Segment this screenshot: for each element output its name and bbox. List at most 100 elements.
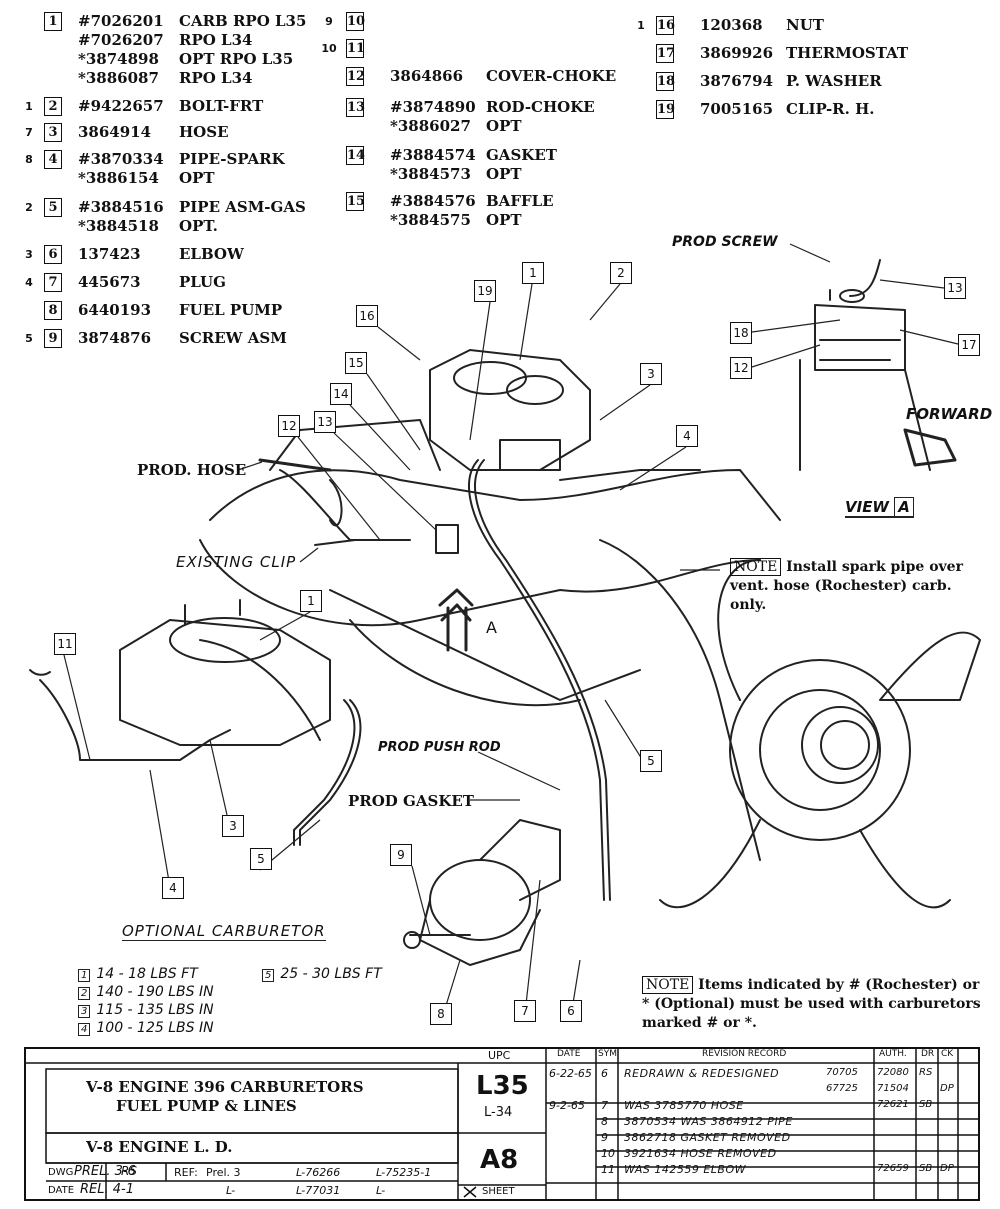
callout-7: 7	[514, 1000, 536, 1022]
part-description: OPT.	[179, 217, 218, 235]
part-number-box: 7	[44, 273, 62, 292]
rev-text: 3921634 HOSE REMOVED	[624, 1147, 777, 1160]
callout-19: 19	[474, 280, 496, 302]
part-code: #3870334	[78, 150, 164, 168]
torque-mark-icon: 8	[25, 153, 33, 166]
callout-4: 4	[162, 877, 184, 899]
drawing-code: A8	[480, 1145, 519, 1175]
part-code: #3884574	[390, 146, 476, 164]
part-number-box: 2	[44, 97, 62, 116]
rev-sym: 8	[601, 1115, 608, 1128]
main-carburetor	[429, 349, 591, 471]
prod-gasket-label: PROD GASKET	[348, 792, 474, 810]
part-number-box: 19	[656, 100, 676, 119]
callout-12: 12	[730, 357, 752, 379]
part-code: 3864914	[78, 123, 152, 141]
part-code: 137423	[78, 245, 141, 263]
ref-label: REF:	[174, 1166, 198, 1179]
callout-17: 17	[958, 334, 980, 356]
note-text: Install spark pipe over vent. hose (Roch…	[730, 559, 963, 613]
hdr-dr: DR	[921, 1049, 935, 1059]
part-code: 7005165	[700, 100, 774, 118]
rev-text: WAS 142559 ELBOW	[624, 1163, 746, 1176]
date-label: DATE	[48, 1185, 75, 1196]
torque-mark-icon: 2	[78, 987, 91, 1000]
part-description: CLIP-R. H.	[786, 100, 875, 118]
part-code: *3884575	[390, 211, 471, 229]
title-block-grid	[26, 1049, 978, 1199]
title-line-2: FUEL PUMP & LINES	[116, 1097, 297, 1115]
ref-4: L-77031	[296, 1184, 341, 1197]
part-description: OPT	[179, 169, 215, 187]
rev-text: REDRAWN & REDESIGNED	[624, 1067, 780, 1080]
ref-value: Prel. 3	[206, 1166, 241, 1179]
torque-mark-icon: 1	[25, 100, 33, 113]
part-description: P. WASHER	[786, 72, 882, 90]
part-number-box: 3	[44, 123, 62, 142]
torque-mark-icon: 7	[25, 126, 33, 139]
rev-date: 9-2-65	[549, 1099, 585, 1112]
rev-text: 3870534 WAS 3864912 PIPE	[624, 1115, 793, 1128]
part-description: OPT	[486, 117, 522, 135]
torque-value: 115 - 135 LBS IN	[96, 1002, 214, 1018]
callout-11: 11	[54, 633, 76, 655]
part-row: 18 3876794 P. WASHER	[656, 72, 956, 91]
part-code: 3876794	[700, 72, 774, 90]
rev-sym: 11	[601, 1163, 615, 1176]
fan-assembly	[659, 559, 981, 909]
torque-mark-icon: 3	[78, 1005, 91, 1018]
part-code: *3884573	[390, 165, 471, 183]
part-number-box: 16	[656, 16, 676, 35]
part-code: 445673	[78, 273, 141, 291]
view-a-inset	[799, 259, 957, 471]
rev-sym: 10	[601, 1147, 615, 1160]
title-line-3: V-8 ENGINE L. D.	[86, 1138, 233, 1156]
callout-12: 12	[278, 415, 300, 437]
hdr-date: DATE	[557, 1049, 581, 1059]
part-description: NUT	[786, 16, 824, 34]
callout-15: 15	[345, 352, 367, 374]
part-description: BAFFLE	[486, 192, 554, 210]
part-code: *3886087	[78, 69, 159, 87]
rev-text: 3862718 GASKET REMOVED	[624, 1131, 791, 1144]
torque-mark-icon: 9	[325, 15, 333, 28]
dwg-value: PREL. 3-6	[74, 1164, 136, 1179]
part-number-box: 6	[44, 245, 62, 264]
torque-value: 25 - 30 LBS FT	[280, 966, 382, 982]
part-description: BOLT-FRT	[179, 97, 264, 115]
callout-13: 13	[314, 411, 336, 433]
torque-mark-icon: 4	[78, 1023, 91, 1036]
callout-14: 14	[330, 383, 352, 405]
part-row: 19 7005165 CLIP-R. H.	[656, 100, 956, 119]
existing-clip-label: EXISTING CLIP	[176, 553, 297, 571]
rev-text: WAS 3785770 HOSE	[624, 1099, 744, 1112]
part-number-box: 13	[346, 98, 366, 117]
callout-9: 9	[390, 844, 412, 866]
part-number-box: 9	[44, 329, 62, 348]
part-number-box: 12	[346, 67, 366, 86]
callout-3: 3	[640, 363, 662, 385]
callout-1: 1	[300, 590, 322, 612]
part-description: HOSE	[179, 123, 229, 141]
torque-mark-icon: 10	[321, 42, 337, 55]
part-code: *3886154	[78, 169, 159, 187]
upc-code-2: L-34	[484, 1105, 513, 1120]
rev-auth: 72080	[877, 1067, 909, 1078]
ref-2: L-75235-1	[376, 1166, 432, 1179]
forward-label: FORWARD	[906, 405, 993, 423]
torque-mark-icon: 1	[78, 969, 91, 982]
part-number-box: 18	[656, 72, 676, 91]
torque-mark-icon: 2	[25, 201, 33, 214]
callout-8: 8	[430, 1003, 452, 1025]
rev-auth: 71504	[877, 1083, 909, 1094]
callout-5: 5	[640, 750, 662, 772]
part-number-box: 8	[44, 301, 62, 320]
torque-mark-icon: 4	[25, 276, 33, 289]
callout-18: 18	[730, 322, 752, 344]
torque-mark-icon: 5	[262, 969, 275, 982]
